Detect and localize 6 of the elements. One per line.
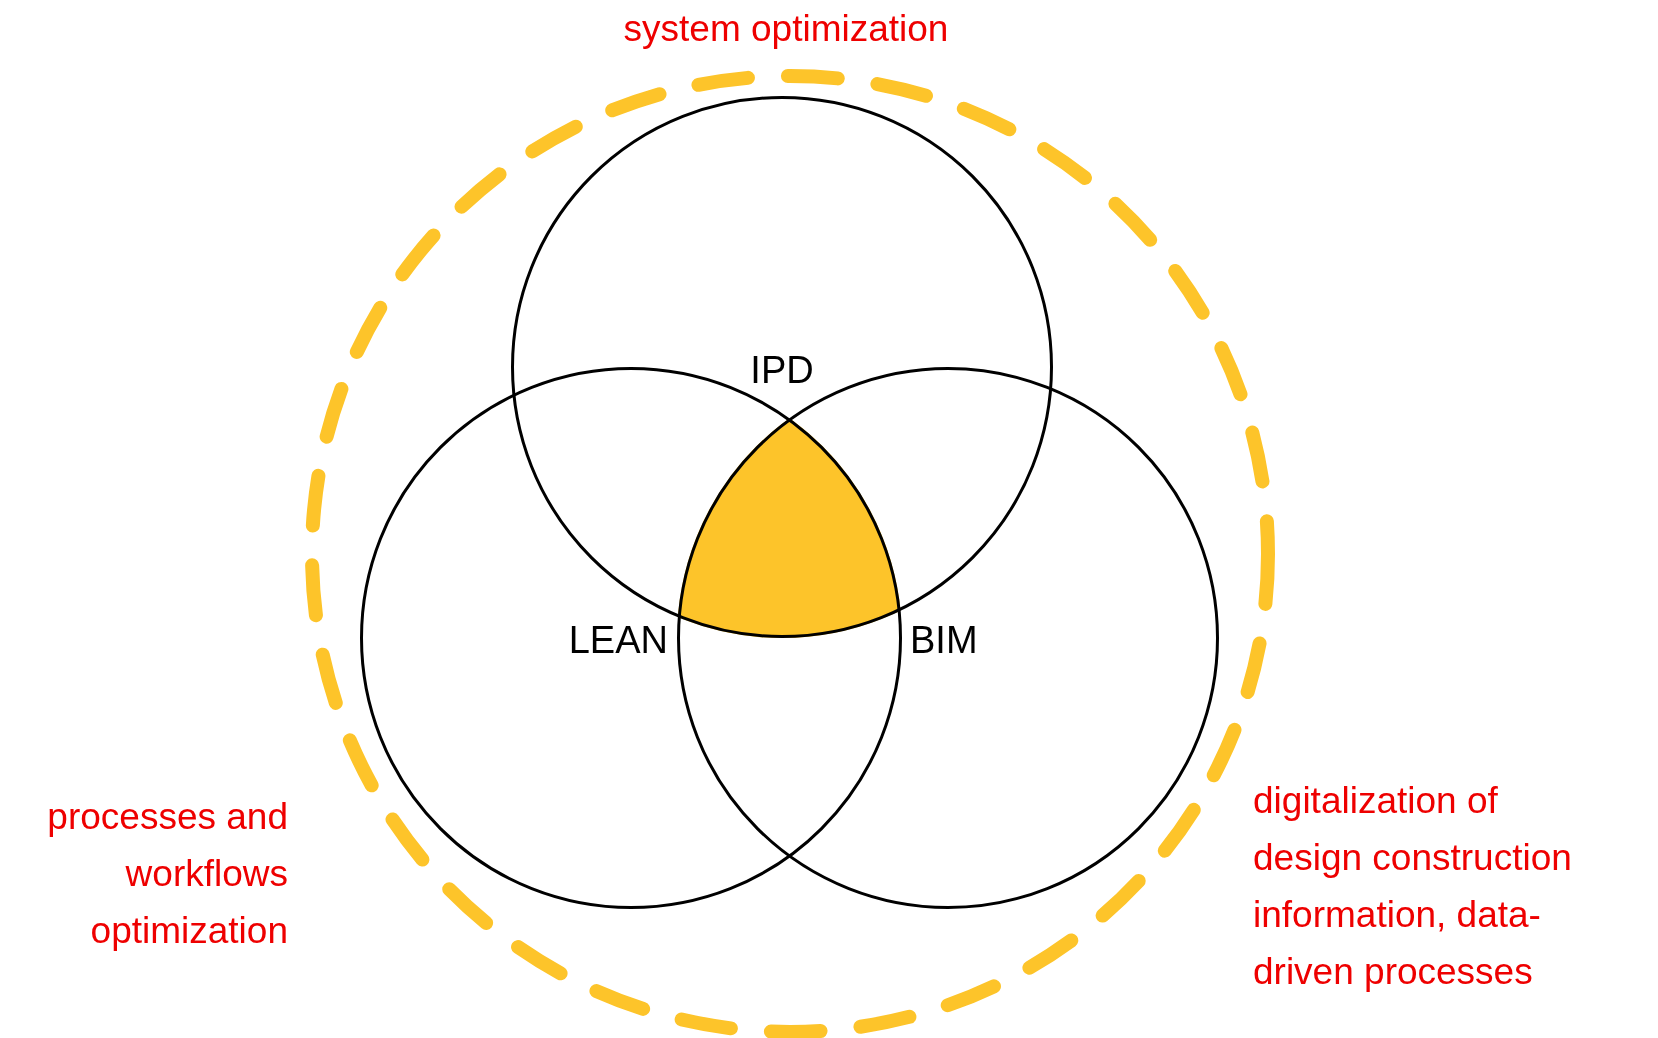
annotation-text: processes and workflows optimization [46, 795, 288, 953]
circle-label: IPD [750, 351, 814, 389]
circle-label: LEAN [568, 621, 668, 659]
annotation-text: digitalization of design construction information, data-driven processes [1253, 779, 1573, 994]
annotation-text: system optimization [622, 7, 950, 51]
circle-label: BIM [910, 621, 978, 659]
